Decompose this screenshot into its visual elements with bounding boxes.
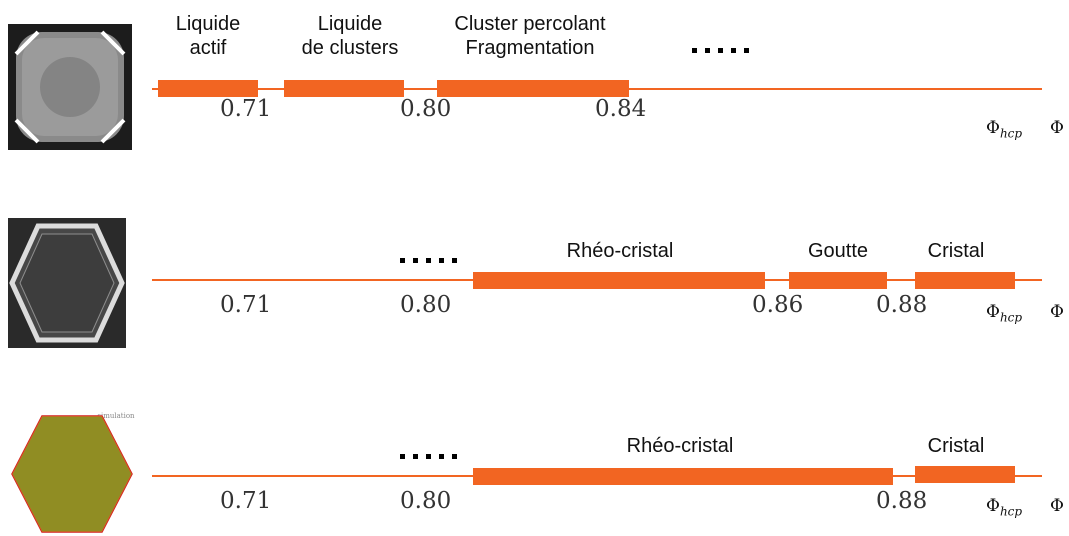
phase-bar-goutte — [789, 272, 887, 289]
phase-bar-cristal — [915, 466, 1015, 483]
tick-label: 0.84 — [595, 96, 647, 122]
row-3: simulation Rhéo-cristal Cristal 0.71 0.8… — [0, 398, 1069, 536]
phase-label-cristal: Cristal — [927, 240, 985, 262]
tick-label: 0.88 — [876, 488, 928, 514]
tick-label: 0.80 — [400, 488, 452, 514]
tick-label: 0.86 — [752, 292, 804, 318]
ellipsis-dots — [400, 246, 465, 269]
phi-label: Φ — [1050, 118, 1064, 138]
phase-label-liquide-actif: Liquide actif — [175, 13, 241, 59]
simulation-caption: simulation — [97, 412, 135, 420]
tick-label: 0.80 — [400, 96, 452, 122]
simulation-image-hexagonal: simulation — [11, 412, 135, 533]
tick-label: 0.71 — [220, 292, 272, 318]
phi-hcp-label: Φhcp — [986, 302, 1023, 325]
phi-hcp-label: Φhcp — [986, 496, 1023, 519]
tick-label: 0.88 — [876, 292, 928, 318]
phase-label-goutte: Goutte — [807, 240, 869, 262]
phase-bar-liquide-actif — [158, 80, 258, 97]
phase-label-cluster-percolant: Cluster percolant Fragmentation — [454, 13, 606, 59]
phi-hcp-label: Φhcp — [986, 118, 1023, 141]
phase-bar-cluster-percolant — [437, 80, 629, 97]
experiment-image-square — [8, 24, 132, 150]
phase-label-liquide-de-clusters: Liquide de clusters — [301, 13, 399, 59]
ellipsis-dots — [400, 442, 465, 465]
row-1: Liquide actif Liquide de clusters Cluste… — [0, 0, 1069, 160]
phi-label: Φ — [1050, 496, 1064, 516]
phase-label-rheo-cristal: Rhéo-cristal — [626, 435, 734, 457]
tick-label: 0.71 — [220, 488, 272, 514]
tick-label: 0.71 — [220, 96, 272, 122]
phi-label: Φ — [1050, 302, 1064, 322]
tick-label: 0.80 — [400, 292, 452, 318]
phase-bar-rheo-cristal — [473, 272, 765, 289]
phase-bar-cristal — [915, 272, 1015, 289]
phase-label-cristal: Cristal — [927, 435, 985, 457]
experiment-image-hexagonal — [8, 218, 126, 348]
phase-bar-liquide-de-clusters — [284, 80, 404, 97]
row-2: Rhéo-cristal Goutte Cristal 0.71 0.80 0.… — [0, 200, 1069, 350]
ellipsis-dots — [692, 36, 757, 59]
phase-label-rheo-cristal: Rhéo-cristal — [566, 240, 674, 262]
phase-bar-rheo-cristal — [473, 468, 893, 485]
